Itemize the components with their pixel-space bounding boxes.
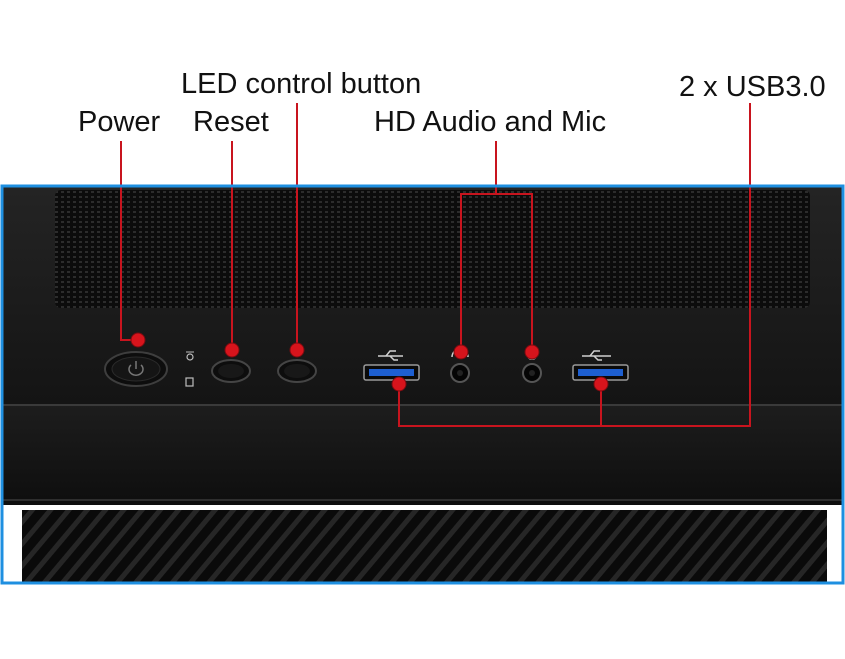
led-control-button[interactable] <box>277 359 317 383</box>
case-front-panel <box>3 405 842 505</box>
reset-label: Reset <box>193 106 269 138</box>
bottom-vent-grille <box>22 510 827 583</box>
mic-jack[interactable] <box>522 363 542 383</box>
usb-left-icon <box>378 350 403 361</box>
audio-callout-line <box>460 141 497 352</box>
usb-right-icon <box>582 350 611 361</box>
usb-label: 2 x USB3.0 <box>679 71 826 103</box>
power-callout-dot <box>130 332 146 348</box>
hd-audio-mic-label: HD Audio and Mic <box>374 106 607 138</box>
mic-callout-dot <box>524 344 540 360</box>
power-label: Power <box>78 106 161 138</box>
led-control-button-label: LED control button <box>181 68 422 100</box>
usb-left-callout-dot <box>391 376 407 392</box>
hdd-led-icon <box>185 377 194 387</box>
mic-callout-line <box>496 193 533 352</box>
headphone-jack[interactable] <box>450 363 470 383</box>
power-button[interactable] <box>104 351 168 387</box>
usb-callout-line <box>398 103 751 427</box>
image-frame <box>0 184 845 585</box>
led-control-callout-dot <box>289 342 305 358</box>
usb-port-left[interactable] <box>363 364 420 381</box>
power-led-icon <box>186 351 194 361</box>
top-mesh-filter <box>55 190 810 308</box>
audio-callout-dot <box>453 344 469 360</box>
usb-right-callout-dot <box>593 376 609 392</box>
reset-button[interactable] <box>211 359 251 383</box>
reset-callout-dot <box>224 342 240 358</box>
